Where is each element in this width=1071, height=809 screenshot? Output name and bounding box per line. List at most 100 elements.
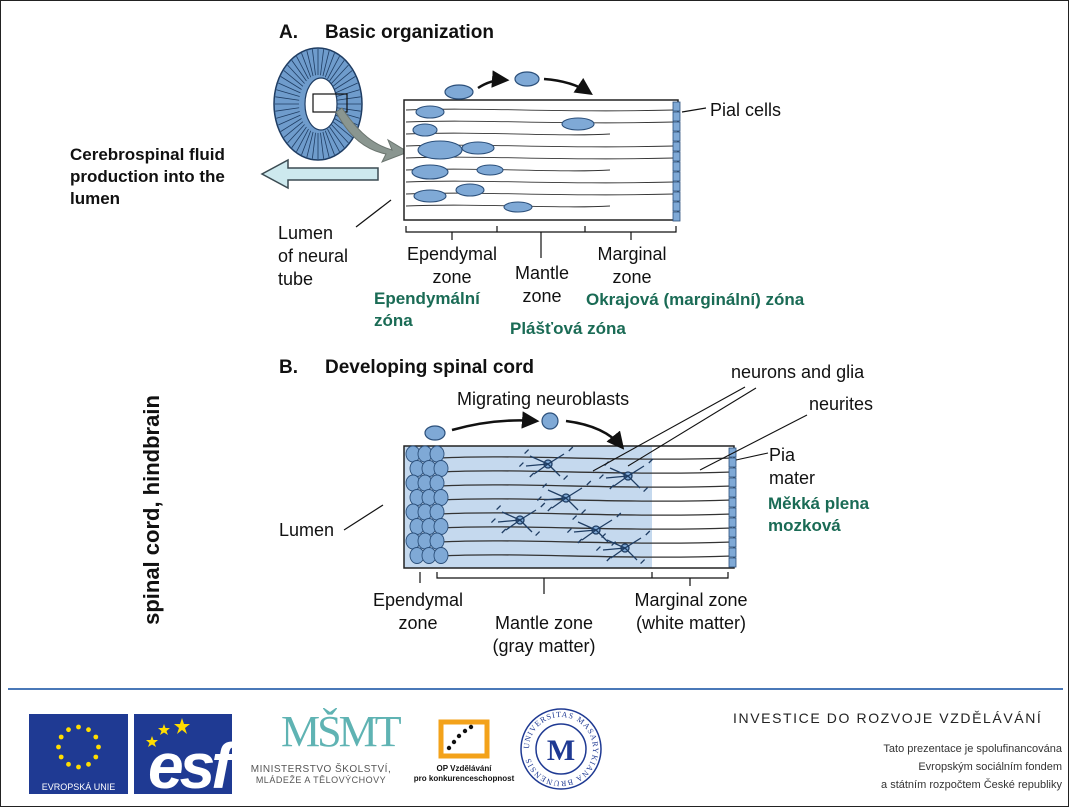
pial-cell [672,141,681,152]
masaryk-university-seal: UNIVERSITAS MASARYKIANA BRUNENSIS M [519,707,603,791]
op-text: OP Vzdělávání pro konkurenceschopnost [413,764,515,783]
pial-cell [672,171,681,182]
pial-cell [672,111,681,122]
ependymal-zone-label-a: Ependymal zone [406,244,498,287]
neuroepithelial-cell [461,141,495,155]
neuroepithelial-cell [455,183,485,197]
marginal-zone-label-a: Marginal zone [597,244,667,287]
pia-mater-label: Pia mater [769,445,816,488]
csf-label: Cerebrospinal fluid production into the … [70,145,225,208]
eu-star [93,734,99,740]
dendrite [518,462,549,468]
eu-star [86,727,91,733]
axon-fiber [439,512,733,516]
migrating-neuroblasts-label: Migrating neuroblasts [457,389,630,409]
eu-star [96,744,101,750]
dendrite [609,475,629,490]
neuroepithelial-cell [411,164,449,180]
dendrite [606,547,626,562]
dendrite [577,529,597,544]
axon-fiber [439,456,733,460]
marginal-zone-label-b: Marginal zone (white matter) [634,590,748,633]
migrating-neuroblasts-b [424,411,625,450]
axon-fiber [439,484,733,488]
neural-tube-diagram [260,47,808,594]
zone-brackets-a [405,226,677,258]
zoom-arrow [335,107,410,163]
eu-star [58,754,64,760]
ependymal-cell [433,489,449,506]
eu-star [76,764,81,770]
radial-fiber [405,180,675,184]
pia-mater-cell [728,557,737,568]
ependymal-cell [429,503,445,521]
dendrite [490,518,521,524]
neuroepithelial-cell [503,201,533,213]
pia-mater-cell [728,527,737,538]
eu-flag-logo [29,714,128,780]
pial-cell [672,181,681,192]
msmt-logo: MŠMT [281,707,402,756]
esf-logo: esf [134,714,232,794]
axon-fiber [439,540,733,544]
eu-star [76,724,81,730]
eu-star [86,761,91,767]
dendrite [572,515,597,531]
dendrite [627,458,654,477]
dendrite [542,483,567,499]
lumen-label-b: Lumen [279,520,335,540]
csf-arrow [260,158,379,190]
mantle-zone-label-b: Mantle zone (gray matter) [492,613,596,656]
neuroepithelial-cell [413,189,447,203]
ependymal-cell [433,460,449,477]
ependymal-cell [429,474,445,492]
dendrite [598,474,629,480]
dendrite [566,528,597,534]
dendrite [627,475,649,493]
radial-fiber [405,120,675,124]
axon-fiber [439,498,733,502]
eu-star [58,734,64,740]
neuroepithelial-cell [417,140,463,160]
dendrite [547,463,569,481]
dendrite [601,533,626,549]
dendrite [547,497,567,512]
eu-star [93,754,99,760]
dendrite [496,505,521,521]
dendrite [519,519,541,537]
eu-stars-icon [56,724,101,770]
pia-mater-cell [728,537,737,548]
esf-stars-icon [146,718,190,747]
neuroepithelial-cell [415,105,445,119]
pial-cell [672,161,681,172]
pial-cell [672,191,681,202]
eu-star [66,727,71,733]
ependymal-cell [429,445,445,463]
panel-a-tissue-block [403,99,679,221]
eu-label: EVROPSKÁ UNIE [29,780,128,794]
pial-cell [672,101,681,112]
pia-mater-cell [728,447,737,458]
pia-mater-cell [728,497,737,508]
pial-cells-column [672,101,681,222]
pia-mater-cell [728,547,737,558]
dendrite [524,449,549,465]
eu-star [56,744,61,750]
pial-cell [672,201,681,212]
marginal-zone-czech: Okrajová (marginální) zóna [586,290,805,309]
lumen-label-a: Lumen of neural tube [278,223,349,289]
dendrite [501,519,521,534]
dendrite [565,497,587,515]
axon-fiber [439,470,733,474]
pial-cell [672,151,681,162]
neurons-glia-label: neurons and glia [731,362,865,382]
ependymal-zone-label-b: Ependymal zone [372,590,464,633]
mantle-zone-czech: Plášťová zóna [510,319,626,338]
pia-mater-cell [728,457,737,468]
neuroepithelial-cell [561,117,595,131]
panel-b-letter: B. [279,357,298,378]
pial-cell [672,211,681,222]
dendrite [565,480,592,499]
dendrite [536,496,567,502]
